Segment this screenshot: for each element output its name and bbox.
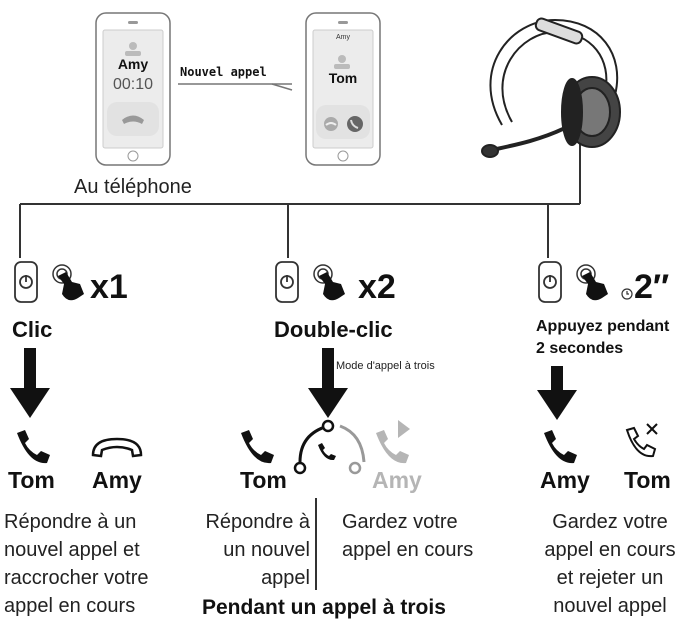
reject-phone-icon xyxy=(625,423,658,458)
right-press-duration: 2″ xyxy=(634,268,670,306)
new-call-arrow xyxy=(178,83,293,91)
left-description: Répondre à un nouvel appel et raccrocher… xyxy=(4,511,149,617)
phone1-caller-name: Amy xyxy=(117,56,149,72)
left-answer-name: Tom xyxy=(8,467,55,493)
middle-description-left: Répondre à un nouvel appel xyxy=(205,511,310,589)
new-call-label: Nouvel appel xyxy=(180,65,267,79)
answer-phone-icon-left xyxy=(17,430,50,464)
right-reject-name: Tom xyxy=(624,467,671,493)
on-phone-caption: Au téléphone xyxy=(74,176,192,198)
button-press-icon-right xyxy=(538,261,633,303)
left-press-count: x1 xyxy=(90,268,128,306)
middle-action-label: Double-clic xyxy=(274,317,393,342)
button-press-icon-middle xyxy=(275,261,345,303)
hold-phone-icon xyxy=(376,420,410,464)
phone2-caller-name: Tom xyxy=(328,70,358,86)
middle-description-right: Gardez votre appel en cours xyxy=(342,511,474,561)
clock-icon xyxy=(621,288,633,300)
phone-2 xyxy=(305,12,381,166)
phone1-call-timer: 00:10 xyxy=(112,76,154,93)
left-action-label: Clic xyxy=(12,317,53,342)
conference-call-icon xyxy=(293,419,366,475)
button-press-icon-left xyxy=(14,261,84,303)
three-way-footer: Pendant un appel à trois xyxy=(202,596,446,619)
right-keep-name: Amy xyxy=(540,467,590,493)
middle-hold-name: Amy xyxy=(372,467,422,493)
connector-lines xyxy=(19,140,581,590)
middle-press-count: x2 xyxy=(358,268,396,306)
answer-phone-icon-right xyxy=(544,430,577,464)
right-description: Gardez votre appel en cours et rejeter u… xyxy=(544,511,676,617)
headset-illustration xyxy=(481,17,621,158)
answer-phone-icon-middle xyxy=(241,430,274,464)
middle-answer-name: Tom xyxy=(240,467,287,493)
hangup-phone-icon-left xyxy=(91,437,143,458)
phone-1 xyxy=(95,12,171,166)
phone2-header-name: Amy xyxy=(336,34,350,41)
down-arrows xyxy=(10,348,577,420)
left-hangup-name: Amy xyxy=(92,467,142,493)
three-way-mode-label: Mode d'appel à trois xyxy=(336,360,435,372)
right-action-label: Appuyez pendant 2 secondes xyxy=(536,318,670,357)
